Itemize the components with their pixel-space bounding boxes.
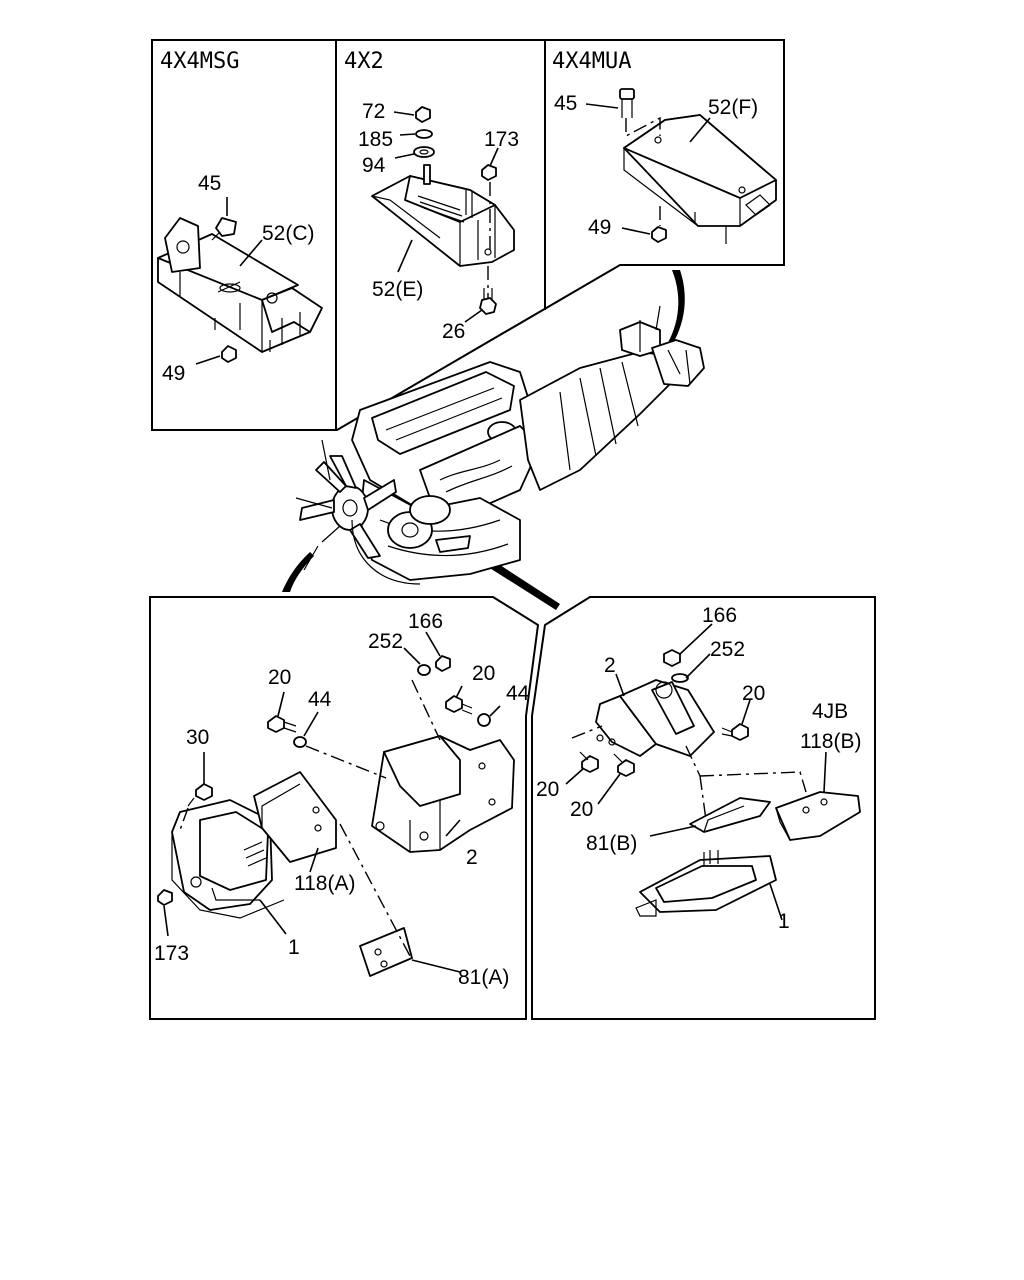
label-45-right: 45 xyxy=(554,92,577,115)
mount-bracket-52c xyxy=(157,217,323,353)
bolt-26 xyxy=(479,288,497,315)
label-252-left: 252 xyxy=(368,630,403,653)
label-252-right: 252 xyxy=(710,638,745,661)
label-166-left: 166 xyxy=(408,610,443,633)
bolt-30 xyxy=(187,783,213,807)
nut-166-right xyxy=(663,649,681,667)
heat-shield-118b xyxy=(775,791,861,841)
panel-title-4x4mua: 4X4MUA xyxy=(552,49,631,74)
label-49-left: 49 xyxy=(162,362,185,385)
top-panels-frame xyxy=(151,39,785,431)
bolt-20-left-mid xyxy=(445,695,473,715)
label-173-left: 173 xyxy=(154,942,189,965)
washer-44-left-b xyxy=(477,713,491,727)
label-20-right-top: 20 xyxy=(742,682,765,705)
label-118b: 118(B) xyxy=(800,730,861,753)
label-2-right: 2 xyxy=(604,654,616,677)
bolt-20-left-top xyxy=(267,715,297,733)
label-20-right-b: 20 xyxy=(570,798,593,821)
label-173-mid: 173 xyxy=(484,128,519,151)
heat-shield-118a xyxy=(253,771,337,863)
label-81a: 81(A) xyxy=(458,966,509,989)
label-1-right: 1 xyxy=(778,910,790,933)
label-166-right: 166 xyxy=(702,604,737,627)
label-1-left: 1 xyxy=(288,936,300,959)
label-45-left: 45 xyxy=(198,172,221,195)
bolt-20-right-b xyxy=(613,753,635,777)
nut-72 xyxy=(415,106,431,123)
nut-166-left xyxy=(435,655,451,672)
washer-252-left xyxy=(417,664,431,676)
engine-mount-1-left xyxy=(171,799,285,919)
label-81b: 81(B) xyxy=(586,832,637,855)
nut-49-left xyxy=(221,345,237,363)
washer-185 xyxy=(415,129,433,139)
bolt-45-right xyxy=(619,88,635,118)
washer-44-left-a xyxy=(293,736,307,748)
panel-title-4jb: 4JB xyxy=(812,700,848,723)
cooling-fan xyxy=(295,455,397,559)
washer-94 xyxy=(413,146,435,158)
label-49-right: 49 xyxy=(588,216,611,239)
label-20-left-b: 20 xyxy=(472,662,495,685)
label-2-left: 2 xyxy=(466,846,478,869)
label-185: 185 xyxy=(358,128,393,151)
nut-173-mid xyxy=(481,164,497,181)
bolt-45-left xyxy=(211,217,237,241)
label-94: 94 xyxy=(362,154,386,177)
nut-173-left xyxy=(157,889,173,906)
label-44-left-a: 44 xyxy=(308,688,332,711)
label-20-right-a: 20 xyxy=(536,778,559,801)
label-52f: 52(F) xyxy=(708,96,758,119)
plate-81b xyxy=(689,797,771,833)
label-26: 26 xyxy=(442,320,465,343)
bracket-2-left xyxy=(371,735,515,853)
plate-81a xyxy=(359,927,413,977)
nut-49-right xyxy=(651,226,667,243)
engine-transmission-assembly xyxy=(282,270,705,610)
mount-bracket-52f xyxy=(623,114,777,244)
bottom-right-frame xyxy=(531,596,876,1020)
label-118a: 118(A) xyxy=(294,872,355,895)
panel-title-4x4msg: 4X4MSG xyxy=(160,49,239,74)
mount-bracket-52e xyxy=(371,164,515,267)
label-44-left-b: 44 xyxy=(506,682,530,705)
panel-title-4x2: 4X2 xyxy=(344,49,384,74)
label-52c: 52(C) xyxy=(262,222,315,245)
label-52e: 52(E) xyxy=(372,278,423,301)
label-20-left-a: 20 xyxy=(268,666,291,689)
bolt-20-right-a xyxy=(579,751,599,773)
label-72: 72 xyxy=(362,100,385,123)
bottom-left-frame xyxy=(149,596,540,1020)
bolt-20-right-top xyxy=(721,723,749,741)
bracket-2-right xyxy=(595,679,715,757)
engine-mount-1-right xyxy=(635,850,777,917)
washer-252-right xyxy=(671,673,689,683)
label-30: 30 xyxy=(186,726,209,749)
